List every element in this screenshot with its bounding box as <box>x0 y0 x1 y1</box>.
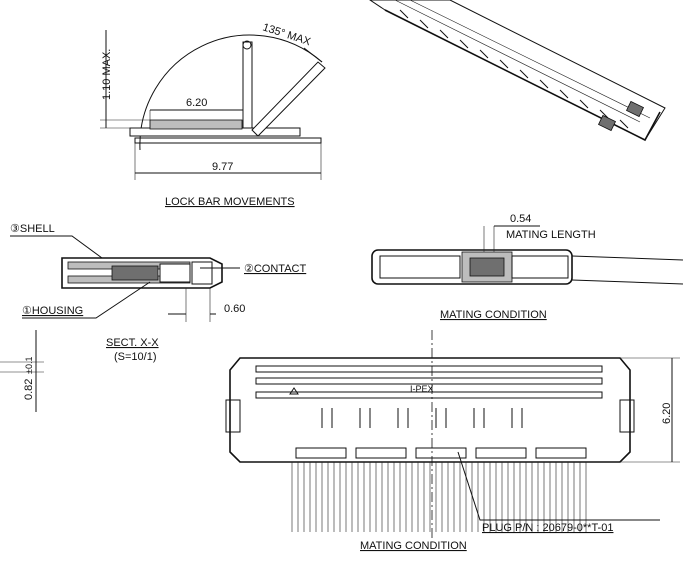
iso-tab-2 <box>625 100 645 118</box>
iso-rail <box>394 0 641 123</box>
ear-right <box>619 399 635 433</box>
height-label: 1.10 MAX. <box>101 49 113 100</box>
lock-bar-rotated <box>251 61 326 137</box>
plug-head <box>511 255 569 279</box>
contact-slots <box>321 408 523 428</box>
cable-bottom <box>571 279 683 285</box>
iso-tab <box>597 114 617 132</box>
brand-label: I-PEX <box>410 384 434 394</box>
cable-top <box>571 255 683 261</box>
length-value: 0.54 <box>510 213 531 225</box>
iso-pins <box>399 9 629 129</box>
lock-bar-view <box>100 30 326 180</box>
pivot <box>242 40 252 50</box>
side-dim-label: 0.82 <box>23 379 35 400</box>
connector-body <box>229 357 631 463</box>
cable-wires <box>291 462 587 532</box>
top-height-label: 6.20 <box>661 403 673 424</box>
isometric-view <box>369 0 666 142</box>
part-number-leader <box>457 451 660 521</box>
outer-width-label: 9.77 <box>212 161 233 173</box>
receptacle-left <box>379 255 461 279</box>
lower-tabs <box>295 447 587 459</box>
arc-arrow <box>303 47 323 63</box>
shell-end <box>191 261 213 285</box>
shell-label: ③SHELL <box>10 223 55 235</box>
mating-side-title: MATING CONDITION <box>440 309 547 321</box>
shell-leader <box>10 235 103 259</box>
angle-label: 135° MAX <box>261 21 313 48</box>
section-view <box>0 235 240 412</box>
lock-bar-title: LOCK BAR MOVEMENTS <box>165 196 295 208</box>
section-scale: (S=10/1) <box>114 351 157 363</box>
swing-arc <box>139 34 323 151</box>
pin1-mark <box>289 387 299 395</box>
side-tol-label: ±0.1 <box>24 357 34 374</box>
section-title: SECT. X-X <box>106 337 159 349</box>
mating-top-title: MATING CONDITION <box>360 540 467 552</box>
mating-contact <box>469 257 505 277</box>
rail-2 <box>255 377 603 385</box>
shell-outline <box>61 257 223 289</box>
housing-label: ①HOUSING <box>22 305 83 317</box>
mating-top-view <box>225 330 680 540</box>
contact-block <box>111 265 159 281</box>
rail-1 <box>255 365 603 373</box>
iso-edge <box>384 9 661 142</box>
offset-label: 0.60 <box>224 303 245 315</box>
lock-body <box>149 119 243 130</box>
part-number-label: PLUG P/N : 20679-0**T-01 <box>482 522 613 534</box>
base-lower <box>134 137 322 144</box>
rail-3 <box>255 391 603 399</box>
receptacle-outline <box>371 249 573 285</box>
contact-label: ②CONTACT <box>244 263 306 275</box>
iso-rail-2 <box>409 0 651 119</box>
housing-block <box>159 263 191 283</box>
lock-bar-vertical <box>242 41 253 129</box>
housing-leader <box>22 281 151 319</box>
mating-side-view <box>371 225 683 285</box>
ear-left <box>225 399 241 433</box>
inner-width-label: 6.20 <box>186 97 207 109</box>
length-label: MATING LENGTH <box>506 229 596 241</box>
iso-body <box>369 0 666 141</box>
